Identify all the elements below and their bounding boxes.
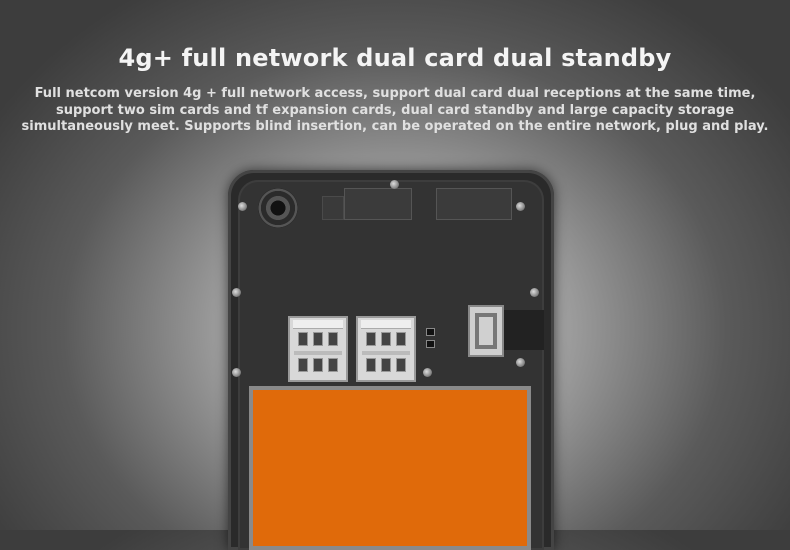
description: Full netcom version 4g + full network ac… <box>10 86 780 136</box>
phone-illustration <box>228 170 554 550</box>
phone-chassis <box>232 180 544 550</box>
component <box>426 340 435 348</box>
earpiece-module <box>344 188 412 220</box>
headline: 4g+ full network dual card dual standby <box>118 44 672 72</box>
screw-icon <box>530 288 539 297</box>
connector-module <box>436 188 512 220</box>
description-line-1: Full netcom version 4g + full network ac… <box>34 86 756 101</box>
sim-slot-1 <box>288 316 348 382</box>
tf-card-slot <box>468 305 504 357</box>
screw-icon <box>423 368 432 377</box>
description-line-2: support two sim cards and tf expansion c… <box>55 102 735 118</box>
battery <box>249 386 531 550</box>
sim-slot-2 <box>356 316 416 382</box>
screw-icon <box>390 180 399 189</box>
flex-cable <box>504 310 544 350</box>
camera-icon <box>258 188 298 228</box>
flash-module <box>322 196 344 220</box>
component <box>426 328 435 336</box>
screw-icon <box>238 202 247 211</box>
screw-icon <box>232 368 241 377</box>
screw-icon <box>232 288 241 297</box>
description-line-3: simultaneously meet. Supports blind inse… <box>21 119 769 134</box>
screw-icon <box>516 202 525 211</box>
screw-icon <box>516 358 525 367</box>
